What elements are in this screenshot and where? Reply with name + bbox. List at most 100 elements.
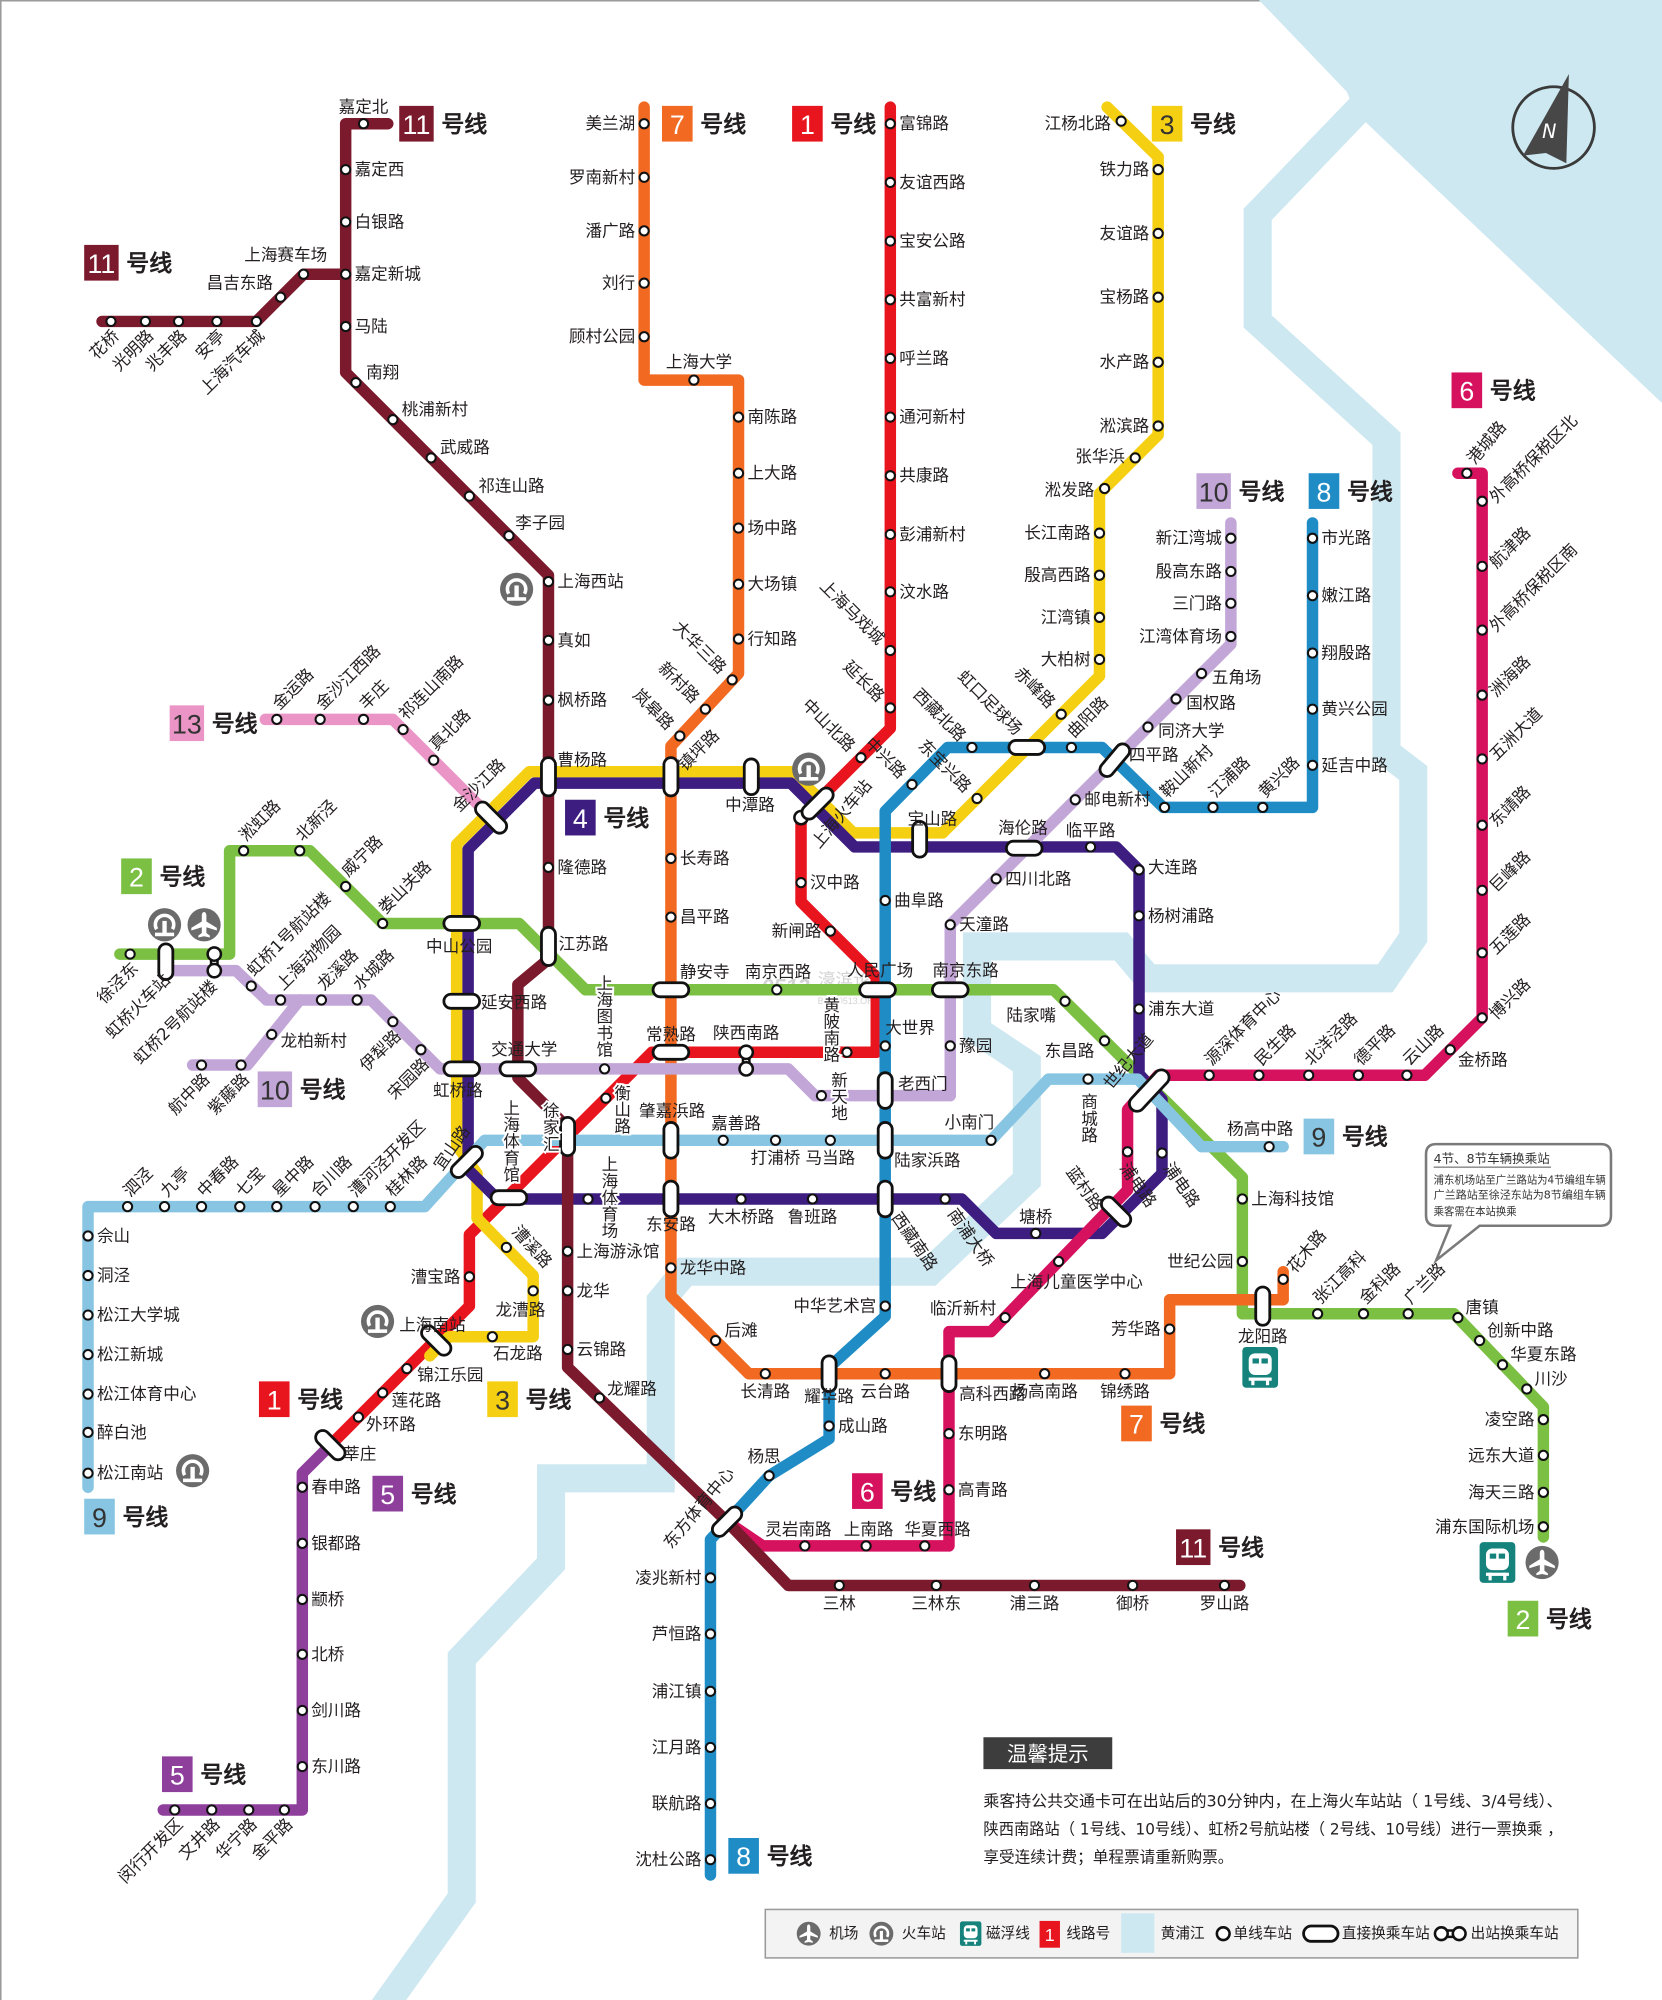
station-label: 罗山路 xyxy=(1200,1594,1250,1613)
station-label: 延吉中路 xyxy=(1321,756,1388,775)
station-marker xyxy=(738,1060,755,1077)
station-label: 新江湾城 xyxy=(1156,529,1223,548)
station-label: 三林东 xyxy=(911,1594,961,1613)
line-13-path xyxy=(259,713,497,824)
station-marker xyxy=(401,1363,413,1375)
badge-box xyxy=(257,1071,293,1108)
interchange-marker xyxy=(1007,739,1047,756)
station-marker xyxy=(1119,1368,1131,1380)
badge-number: 1 xyxy=(800,110,815,140)
station-label: 杨树浦路 xyxy=(1148,906,1215,925)
badge-suffix: 号线 xyxy=(441,111,487,138)
station-marker xyxy=(542,576,555,588)
station-marker xyxy=(294,845,306,857)
station-marker xyxy=(990,873,1002,885)
station-marker xyxy=(1473,1334,1486,1347)
legend: 机场 火车站 磁浮线 1 线路号 黄浦江 单线车站 直接换乘车站 出站换乘车站 xyxy=(764,1908,1579,1959)
interchange-label: 肇嘉浜路 xyxy=(639,1101,706,1120)
station-marker xyxy=(1306,590,1319,602)
station-label: 龙漕路 xyxy=(496,1300,546,1319)
badge-number: 11 xyxy=(1179,1533,1207,1563)
station-marker xyxy=(1133,910,1145,922)
interchange-marker xyxy=(820,1354,838,1393)
station-marker xyxy=(297,268,310,280)
badge-box xyxy=(487,1381,518,1418)
station-marker xyxy=(296,1648,308,1660)
station-marker xyxy=(561,1285,574,1297)
transfer-callout: 4节、8节车辆换乘站 浦东机场站至广兰路站为4节编组车辆 广兰路站至徐泾东站为8… xyxy=(1424,1142,1613,1265)
station-label: 大柏树 xyxy=(1041,650,1091,669)
station-marker xyxy=(271,1201,283,1213)
station-label: 顾村公园 xyxy=(569,327,635,346)
station-label: 莲花路 xyxy=(392,1391,442,1410)
station-label: 南京西路 xyxy=(745,962,812,981)
station-marker xyxy=(169,1804,181,1816)
station-marker xyxy=(919,1540,931,1552)
station-label: 锦绣路 xyxy=(1100,1382,1150,1401)
station-label: 联航路 xyxy=(652,1794,702,1813)
station-label: 通河新村 xyxy=(899,408,965,427)
interchanges-layer xyxy=(157,739,1272,1538)
badge-number: 7 xyxy=(670,110,685,140)
badge-suffix: 号线 xyxy=(830,111,876,138)
station-label: 上南路 xyxy=(844,1520,894,1539)
badge-number: 4 xyxy=(573,804,588,834)
interchange-marker xyxy=(651,981,691,999)
station-marker xyxy=(944,1040,956,1052)
station-label: 华夏东路 xyxy=(1510,1345,1577,1364)
station-label: 金桥路 xyxy=(1458,1050,1508,1069)
station-marker xyxy=(759,1368,771,1380)
legend-out-of-station-icon xyxy=(1433,1926,1467,1942)
interchange-marker xyxy=(710,1505,744,1538)
station-marker xyxy=(1225,532,1237,544)
legend-line-number-label: 线路号 xyxy=(1066,1925,1110,1942)
station-marker xyxy=(1306,759,1319,771)
station-marker xyxy=(884,176,896,189)
badge-box xyxy=(1176,1529,1211,1566)
station-label: 友谊路 xyxy=(1099,224,1149,243)
station-label: 大木桥路 xyxy=(708,1207,775,1226)
station-marker xyxy=(357,118,370,130)
station-label: 桃浦新村 xyxy=(402,400,468,419)
station-marker xyxy=(309,1201,321,1213)
compass-ring xyxy=(1511,85,1596,170)
station-marker xyxy=(799,1540,811,1552)
station-label: 嘉定西 xyxy=(355,160,405,179)
badge-suffix: 号线 xyxy=(122,1504,168,1531)
station-marker xyxy=(425,452,437,464)
badge-box xyxy=(258,1381,290,1418)
station-marker xyxy=(717,1134,729,1146)
station-marker xyxy=(1065,741,1078,754)
station-marker xyxy=(971,792,983,805)
station-marker xyxy=(296,1704,308,1717)
interchange-marker xyxy=(662,1121,680,1160)
station-label: 临平路 xyxy=(1066,821,1116,840)
notice-title: 温馨提示 xyxy=(1007,1742,1089,1766)
line-7-path xyxy=(638,101,1289,1380)
station-marker xyxy=(206,1804,218,1816)
legend-river-swatch xyxy=(1121,1913,1155,1953)
badge-box xyxy=(565,799,596,836)
maglev-icon xyxy=(1479,1542,1516,1583)
station-marker xyxy=(1236,1255,1248,1268)
badge-box xyxy=(1451,372,1483,409)
station-label: 宝杨路 xyxy=(1099,288,1149,307)
station-marker xyxy=(1401,1069,1413,1081)
interchange-label: 老西门 xyxy=(898,1075,948,1094)
line-10-path xyxy=(160,517,1237,1102)
badge-number: 3 xyxy=(495,1386,510,1416)
station-marker xyxy=(82,1309,94,1321)
station-label: 北桥 xyxy=(311,1645,345,1664)
station-marker xyxy=(347,1201,359,1213)
station-marker xyxy=(999,1311,1011,1324)
station-marker xyxy=(1476,753,1488,765)
station-label: 上海大学 xyxy=(666,353,732,372)
station-label: 龙华 xyxy=(577,1281,610,1300)
station-marker xyxy=(1152,164,1164,176)
station-marker xyxy=(674,730,686,742)
station-label: 江湾镇 xyxy=(1041,608,1091,627)
